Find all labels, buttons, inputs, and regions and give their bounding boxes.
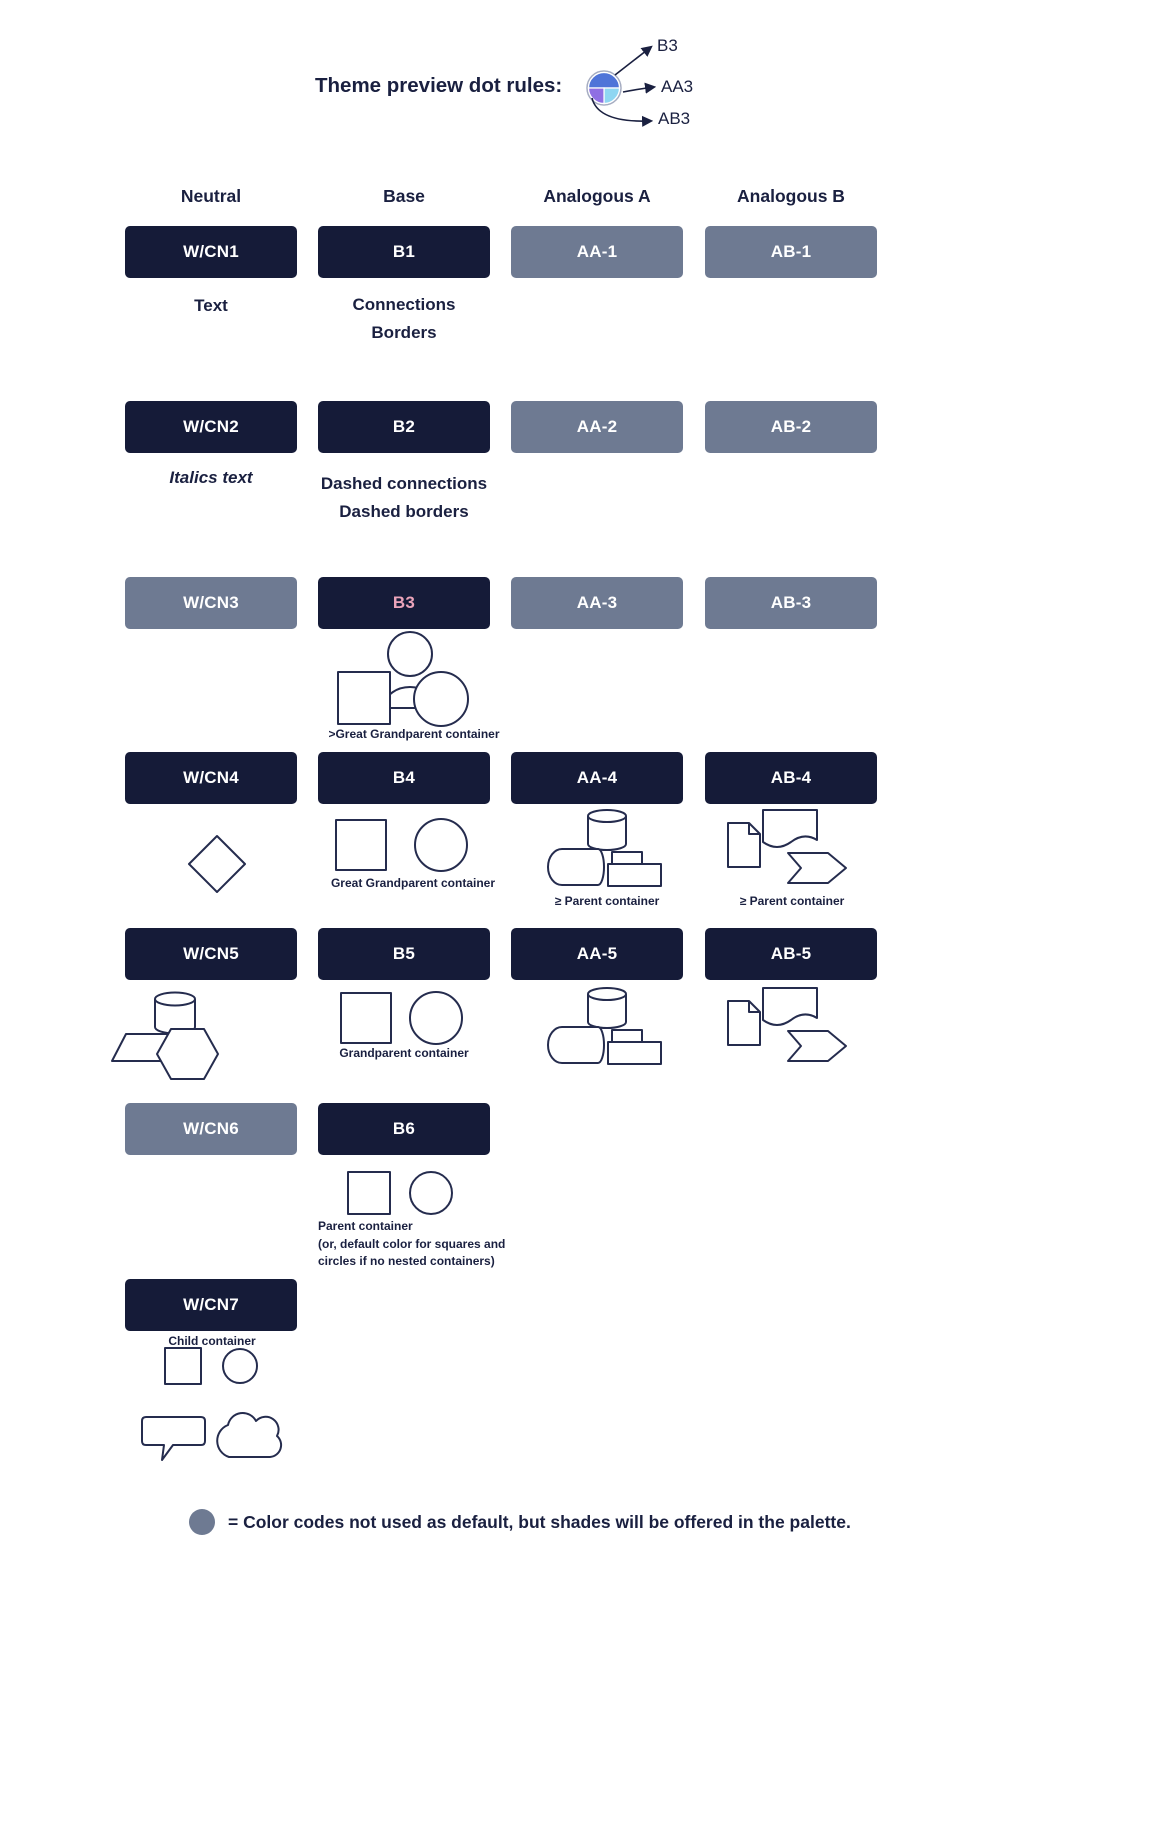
arrow-to-aa3: [622, 82, 657, 94]
b4-shape-group: [335, 818, 468, 872]
b3-shape-group: [337, 631, 469, 727]
swatch-b3: B3: [318, 577, 490, 629]
swatch-wcn3: W/CN3: [125, 577, 297, 629]
swatch-ab5: AB-5: [705, 928, 877, 980]
wavy-document-shape: [762, 987, 818, 1026]
square-shape: [340, 992, 392, 1044]
wavy-document-shape: [762, 809, 818, 848]
swatch-wcn2: W/CN2: [125, 401, 297, 453]
preview-dot-blue-segment: [587, 71, 621, 89]
swatch-ab2: AB-2: [705, 401, 877, 453]
swatch-b4: B4: [318, 752, 490, 804]
circle-shape: [222, 1348, 258, 1384]
swatch-wcn6: W/CN6: [125, 1103, 297, 1155]
wcn4-shape-group: [188, 835, 246, 893]
cylinder-top-shape: [587, 987, 627, 1001]
swatch-wcn7: W/CN7: [125, 1279, 297, 1331]
swatch-wcn1: W/CN1: [125, 226, 297, 278]
caption-b3: >Great Grandparent container: [328, 727, 500, 741]
diamond-shape: [188, 835, 246, 893]
wcn7-extra-shape-group: [141, 1411, 283, 1461]
caption-aa4: ≥ Parent container: [554, 894, 660, 908]
rect-shape: [607, 863, 662, 887]
person-head-shape: [387, 631, 433, 677]
arrow-to-b3: [614, 45, 653, 76]
circle-shape: [413, 671, 469, 727]
ab5-shape-group: [727, 987, 847, 1062]
swatch-wcn4: W/CN4: [125, 752, 297, 804]
file-shape: [727, 1000, 761, 1046]
swatch-aa3: AA-3: [511, 577, 683, 629]
theme-preview-dot-legend: [586, 45, 657, 127]
cylinder-shape: [587, 816, 627, 851]
swatch-ab4: AB-4: [705, 752, 877, 804]
swatch-aa5: AA-5: [511, 928, 683, 980]
caption-b1-line2: Borders: [371, 323, 437, 342]
swatch-aa1: AA-1: [511, 226, 683, 278]
file-shape: [727, 822, 761, 868]
circle-shape: [409, 1171, 453, 1215]
caption-b1-line1: Connections: [352, 295, 456, 314]
rect-shape: [607, 1041, 662, 1065]
swatch-b2: B2: [318, 401, 490, 453]
column-header-base: Base: [383, 186, 425, 206]
b6-shape-group: [347, 1171, 453, 1215]
chevron-arrow-shape: [787, 1030, 847, 1062]
stored-data-shape: [547, 848, 605, 886]
caption-wcn1: Text: [194, 296, 228, 315]
cylinder-top-shape: [154, 991, 196, 1007]
swatch-b6: B6: [318, 1103, 490, 1155]
aa4-shape-group: [547, 809, 662, 887]
circle-shape: [409, 991, 463, 1045]
column-header-analogous-b: Analogous B: [737, 186, 845, 206]
caption-b6-line2: (or, default color for squares and: [318, 1237, 506, 1251]
preview-dot-purple-segment: [587, 87, 605, 105]
slate-color-dot: [189, 1509, 215, 1535]
footer-note: = Color codes not used as default, but s…: [228, 1512, 851, 1532]
file-fold-line: [748, 823, 760, 835]
stored-data-shape: [547, 1026, 605, 1064]
file-fold-line: [748, 1001, 760, 1013]
square-shape: [347, 1171, 391, 1215]
caption-wcn7: Child container: [168, 1334, 256, 1348]
cylinder-top-shape: [587, 809, 627, 823]
square-shape: [337, 671, 391, 725]
pointer-label-ab3: AB3: [658, 109, 691, 128]
caption-b4: Great Grandparent container: [330, 876, 496, 890]
caption-b2-line2: Dashed borders: [339, 502, 469, 521]
square-shape: [164, 1347, 202, 1385]
swatch-b5: B5: [318, 928, 490, 980]
swatch-aa2: AA-2: [511, 401, 683, 453]
wcn7-shape-group: [164, 1347, 258, 1385]
page-title: Theme preview dot rules:: [315, 74, 563, 97]
caption-b2-line1: Dashed connections: [320, 474, 488, 493]
wcn5-shape-group: [111, 991, 219, 1080]
arrow-to-ab3: [591, 97, 654, 127]
preview-dot-lightblue-segment: [603, 87, 621, 105]
square-shape: [335, 819, 387, 871]
pointer-label-b3: B3: [657, 36, 678, 55]
caption-b6-line1: Parent container: [318, 1219, 413, 1233]
column-header-analogous-a: Analogous A: [543, 186, 651, 206]
caption-b5: Grandparent container: [339, 1046, 469, 1060]
swatch-wcn5: W/CN5: [125, 928, 297, 980]
column-header-neutral: Neutral: [180, 186, 242, 206]
caption-ab4: ≥ Parent container: [739, 894, 845, 908]
cloud-shape: [216, 1411, 283, 1458]
speech-bubble-shape: [141, 1416, 206, 1461]
b5-shape-group: [340, 991, 463, 1045]
chevron-arrow-shape: [787, 852, 847, 884]
swatch-ab3: AB-3: [705, 577, 877, 629]
caption-wcn2: Italics text: [169, 468, 253, 487]
swatch-b1: B1: [318, 226, 490, 278]
swatch-ab1: AB-1: [705, 226, 877, 278]
circle-shape: [414, 818, 468, 872]
hexagon-shape: [156, 1028, 219, 1080]
cylinder-shape: [587, 994, 627, 1029]
caption-b6-line3: circles if no nested containers): [318, 1254, 495, 1268]
aa5-shape-group: [547, 987, 662, 1065]
swatch-aa4: AA-4: [511, 752, 683, 804]
ab4-shape-group: [727, 809, 847, 884]
pointer-label-aa3: AA3: [661, 77, 694, 96]
